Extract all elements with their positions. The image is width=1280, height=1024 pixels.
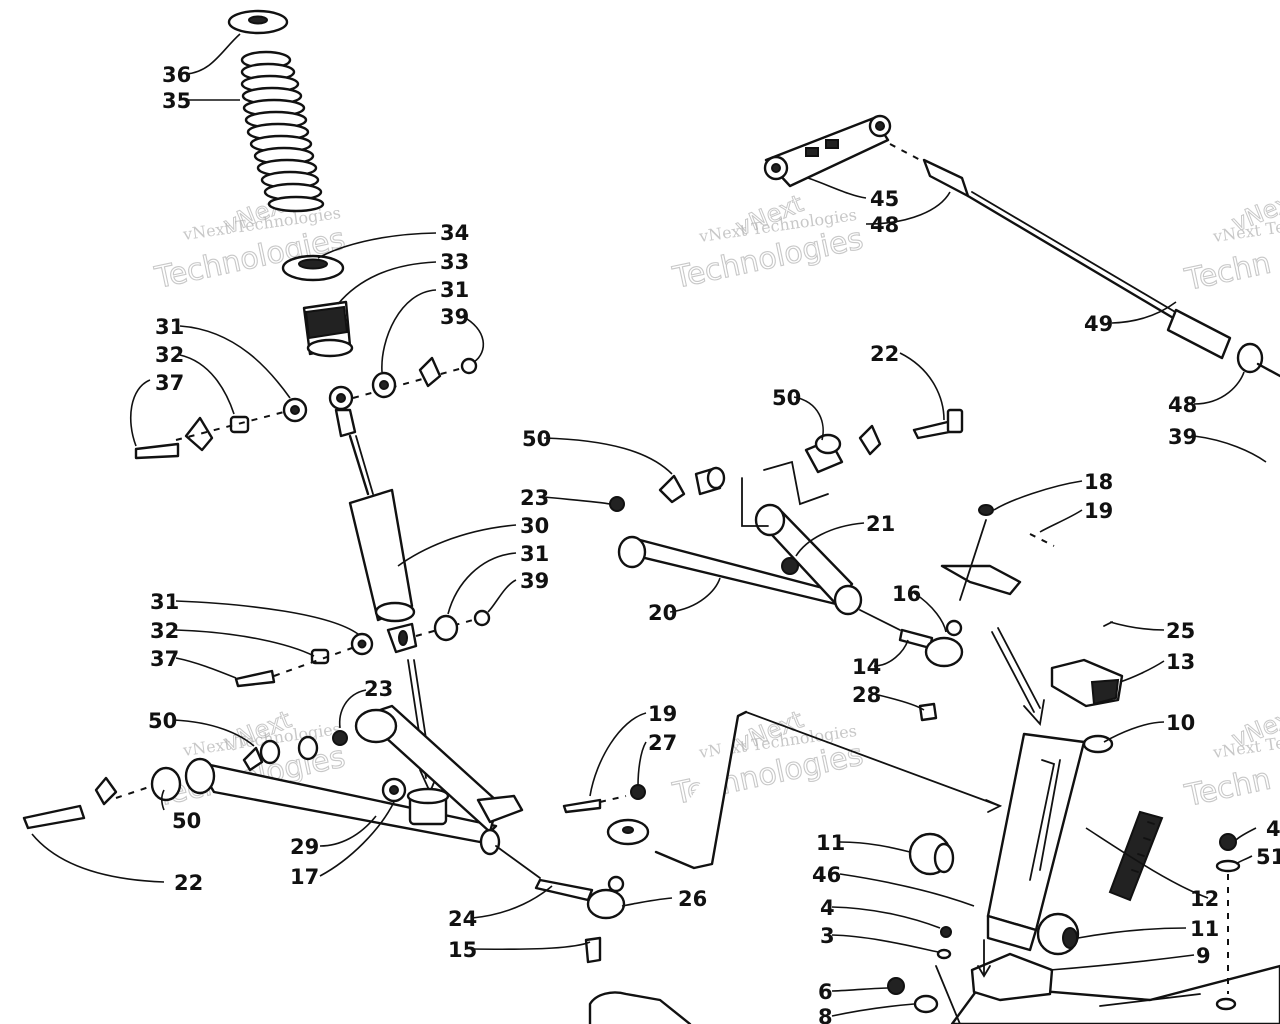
callout-11: 11 [1190, 917, 1219, 941]
callout-31: 31 [520, 542, 549, 566]
callout-39: 39 [1168, 425, 1197, 449]
callout-23: 23 [520, 486, 549, 510]
spindle-top-hardware [940, 504, 1055, 601]
callout-32: 32 [155, 343, 184, 367]
bump-stop [302, 300, 354, 358]
wear-strip [1108, 810, 1164, 902]
callout-50: 50 [522, 427, 551, 451]
callout-18: 18 [1084, 470, 1113, 494]
callout-51: 51 [1256, 845, 1280, 869]
callout-27: 27 [648, 731, 677, 755]
watermark-cut-word: Techn [1181, 246, 1274, 298]
spindle-bushings [908, 832, 1080, 956]
ski [887, 833, 1280, 1024]
watermark-cut-word: Techn [1181, 762, 1274, 814]
callout-39: 39 [520, 569, 549, 593]
callout-29: 29 [290, 835, 319, 859]
callout-39: 39 [440, 305, 469, 329]
callout-50: 50 [172, 809, 201, 833]
callout-46: 46 [812, 863, 841, 887]
callout-49: 49 [1084, 312, 1113, 336]
callout-20: 20 [648, 601, 677, 625]
spindle-cap [1050, 621, 1124, 708]
callout-9: 9 [1196, 944, 1211, 968]
callout-34: 34 [440, 221, 469, 245]
sway-bar-link [562, 784, 650, 846]
spindle-arrow [991, 627, 1045, 727]
shock-absorber [348, 434, 416, 623]
spindle [986, 732, 1114, 952]
lower-ball-joint [495, 845, 626, 964]
callout-30: 30 [520, 514, 549, 538]
callout-35: 35 [162, 89, 191, 113]
callout-37: 37 [155, 371, 184, 395]
callout-12: 12 [1190, 887, 1219, 911]
callout-3: 3 [820, 924, 835, 948]
shock-upper-eye [328, 385, 357, 438]
callout-45: 45 [870, 187, 899, 211]
callout-31: 31 [440, 278, 469, 302]
callout-21: 21 [866, 512, 895, 536]
callout-37: 37 [150, 647, 179, 671]
callout-4: 4 [1266, 817, 1280, 841]
callout-22: 22 [174, 871, 203, 895]
coil-spring [240, 50, 325, 213]
upper-ball-joint [859, 609, 964, 722]
callout-50: 50 [772, 386, 801, 410]
leader-lines [31, 33, 1267, 1017]
lower-a-arm-hardware [22, 730, 348, 830]
callout-33: 33 [440, 250, 469, 274]
upper-a-arm [617, 460, 863, 616]
callout-22: 22 [870, 342, 899, 366]
upper-shock-hardware [134, 356, 478, 460]
callout-19: 19 [648, 702, 677, 726]
steering-arm [763, 114, 892, 188]
callout-labels: 36 35 34 33 31 39 31 32 37 30 31 39 31 3… [148, 63, 1280, 1024]
tie-rod [889, 143, 1280, 378]
callout-23: 23 [364, 677, 393, 701]
lower-a-arm [184, 704, 524, 856]
callout-8: 8 [818, 1005, 833, 1024]
callout-36: 36 [162, 63, 191, 87]
callout-48: 48 [870, 213, 899, 237]
callout-32: 32 [150, 619, 179, 643]
callout-19: 19 [1084, 499, 1113, 523]
spring-seat [281, 254, 345, 282]
callout-15: 15 [448, 938, 477, 962]
shock-lower-eye [386, 622, 418, 654]
callout-50: 50 [148, 709, 177, 733]
upper-a-arm-hardware [609, 408, 964, 512]
callout-16: 16 [892, 582, 921, 606]
callout-28: 28 [852, 683, 881, 707]
lower-shock-hardware [234, 609, 491, 688]
callout-31: 31 [155, 315, 184, 339]
callout-11: 11 [816, 831, 845, 855]
callout-24: 24 [448, 907, 477, 931]
callout-14: 14 [852, 655, 881, 679]
callout-48: 48 [1168, 393, 1197, 417]
callout-10: 10 [1166, 711, 1195, 735]
spring-cap [227, 9, 289, 35]
callout-4: 4 [820, 896, 835, 920]
callout-25: 25 [1166, 619, 1195, 643]
callout-26: 26 [678, 887, 707, 911]
callout-31: 31 [150, 590, 179, 614]
callout-6: 6 [818, 980, 833, 1004]
callout-13: 13 [1166, 650, 1195, 674]
callout-17: 17 [290, 865, 319, 889]
sway-bar [588, 710, 1003, 1024]
